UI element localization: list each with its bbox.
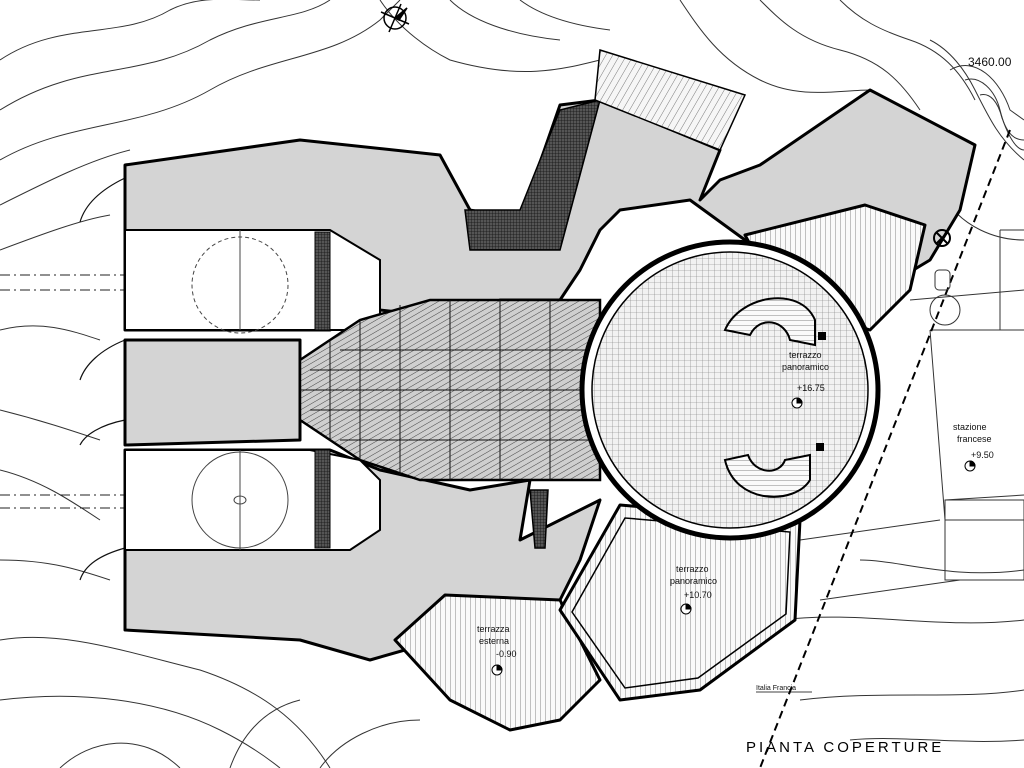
terrazzo-mid-sub: panoramico [670,576,717,586]
state-border-line [759,129,1011,768]
stair-bands [464,49,747,251]
terraces [393,203,927,732]
terrazzo-top-sub: panoramico [782,362,829,372]
terrazzo-top-level: +16.75 [797,383,825,393]
terrazzo-panoramico-mid [558,503,802,702]
terrazzo-mid-inner-outline [571,517,791,689]
terrazza-esterna [393,593,602,732]
drawing-title: PIANTA COPERTURE [746,739,944,756]
pylon-arms [79,177,126,581]
pylon-bay-details [191,230,331,550]
terrazzo-mid-name: terrazzo [676,564,709,574]
stazione-name: stazione [953,422,987,432]
stazione-francese-building [799,229,1024,601]
elevation-peak-label: 3460.00 [968,55,1012,69]
terrazzo-mid-level: +10.70 [684,590,712,600]
survey-point-icon [933,229,951,247]
terrazza-sub: esterna [479,636,509,646]
stazione-sub: francese [957,434,992,444]
level-marker-icon [491,397,976,676]
glazed-roof-ribs [300,300,600,480]
round-tower [579,239,881,541]
slot-skylight [529,489,549,549]
terrazza-level: -0.90 [496,649,517,659]
border-label: Italia Francia [756,685,796,692]
stazione-level: +9.50 [971,450,994,460]
terrazzo-top-name: terrazzo [789,350,822,360]
spiral-stair-bottom [723,453,811,498]
site-details-right [929,269,961,326]
spiral-stair-top [723,297,816,347]
north-arrow-icon [380,3,410,33]
terrazza-name: terrazza [477,624,510,634]
roof-wing-middle [123,338,302,447]
